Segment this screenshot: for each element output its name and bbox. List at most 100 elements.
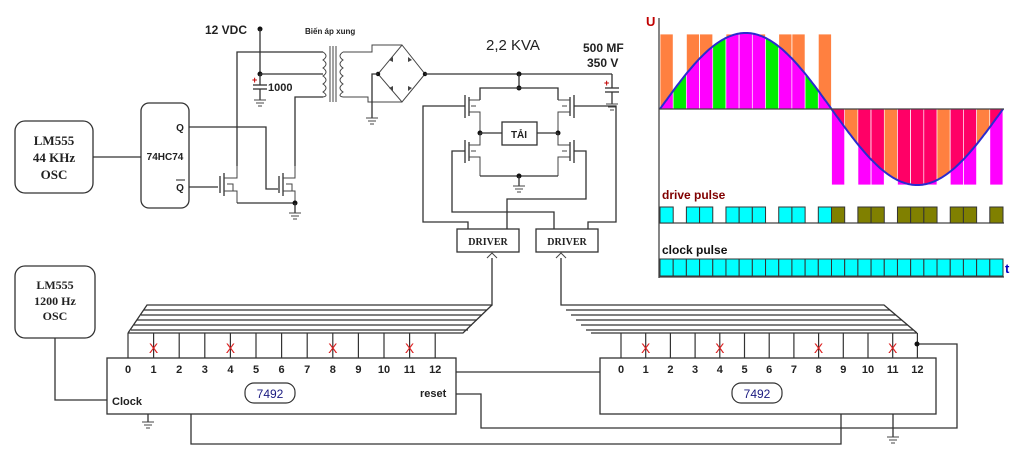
drive-pulse-negative xyxy=(896,206,912,224)
clock-pulse xyxy=(725,258,740,277)
counter-pin-label: 4 xyxy=(227,364,234,376)
hv-cap-polarity: + xyxy=(604,78,609,88)
clock-pulse xyxy=(910,258,925,277)
mosfet-right xyxy=(278,166,296,203)
driver-left: DRIVER xyxy=(456,228,520,253)
drive-pulse-negative xyxy=(989,206,1004,224)
clock-pulse xyxy=(989,258,1004,277)
pin-excluded-mark: X xyxy=(328,340,338,356)
clock-pulse xyxy=(896,258,912,277)
mosfet-left xyxy=(219,166,238,203)
clock-pulse-label: clock pulse xyxy=(662,243,728,257)
driver-left-box xyxy=(456,228,520,253)
drive-pulse-negative xyxy=(962,206,978,224)
drive-pulse-negative xyxy=(923,206,938,224)
counter-right-chip: 7492 xyxy=(744,387,771,401)
counter-pin-label: 2 xyxy=(176,364,182,376)
flipflop-box xyxy=(140,102,190,209)
driver-right-label: DRIVER xyxy=(547,237,587,248)
sine-area-positive xyxy=(725,33,740,110)
clock-pulse xyxy=(870,258,885,277)
counter-pin-label: 3 xyxy=(202,364,208,376)
drive-pulse-negative xyxy=(831,206,846,224)
drive-pulse-positive xyxy=(751,206,767,224)
pin-excluded-mark: X xyxy=(226,340,236,356)
osc-1200hz-line1: LM555 xyxy=(36,278,73,292)
drive-pulse-positive xyxy=(699,206,714,224)
drive-pulse-positive xyxy=(817,206,832,224)
clock-pulse xyxy=(923,258,938,277)
osc-1200hz-line3: OSC xyxy=(43,309,68,323)
sine-area-negative xyxy=(844,108,859,146)
osc-44khz-line1: LM555 xyxy=(34,133,75,148)
counter-left-clock-label: Clock xyxy=(112,396,143,408)
drive-pulse-positive xyxy=(791,206,806,224)
drive-pulse-label: drive pulse xyxy=(662,188,726,202)
pin-excluded-mark: X xyxy=(149,340,159,356)
counter-pin-label: 1 xyxy=(643,364,649,376)
driver-left-label: DRIVER xyxy=(468,237,508,248)
power-rating: 2,2 KVA xyxy=(486,37,540,54)
transformer-label: Biến áp xung xyxy=(305,27,355,36)
pin-excluded-mark: X xyxy=(641,340,651,356)
flipflop-q: Q xyxy=(176,123,184,134)
drive-pulse-positive xyxy=(778,206,793,224)
clock-pulse xyxy=(659,258,674,277)
counter-pin-label: 12 xyxy=(429,364,441,376)
counter-pin-label: 8 xyxy=(816,364,822,376)
hv-cap-value: 500 MF xyxy=(583,41,624,55)
supply-voltage: 12 VDC xyxy=(205,23,247,37)
counter-pin-label: 9 xyxy=(355,364,361,376)
clock-pulse xyxy=(751,258,767,277)
clock-pulse xyxy=(765,258,780,277)
sine-area-positive xyxy=(738,32,753,110)
clock-pulse xyxy=(804,258,819,277)
clock-pulse xyxy=(778,258,793,277)
clock-pulse xyxy=(738,258,753,277)
pin-excluded-mark: X xyxy=(814,340,824,356)
counter-pin-label: 6 xyxy=(766,364,772,376)
counter-pin-label: 10 xyxy=(378,364,390,376)
driver-right: DRIVER xyxy=(535,228,599,253)
counter-pin-label: 11 xyxy=(887,364,899,376)
clock-pulse xyxy=(844,258,859,277)
sine-area-negative xyxy=(976,108,991,146)
osc-44khz-line2: 44 KHz xyxy=(33,150,75,165)
counter-pin-label: 10 xyxy=(862,364,874,376)
counter-pin-label: 1 xyxy=(151,364,157,376)
counter-pin-label: 0 xyxy=(618,364,624,376)
counter-pin-label: 2 xyxy=(667,364,673,376)
counter-pin-label: 0 xyxy=(125,364,131,376)
counter-left-reset-label: reset xyxy=(420,388,447,400)
pin-excluded-mark: X xyxy=(715,340,725,356)
drive-pulse-positive xyxy=(659,206,674,224)
drive-pulse-negative xyxy=(910,206,925,224)
counter-pin-label: 8 xyxy=(330,364,336,376)
counter-left-chip: 7492 xyxy=(257,387,284,401)
clock-pulse xyxy=(685,258,701,277)
counter-pin-label: 7 xyxy=(304,364,310,376)
load-label: TẢI xyxy=(511,128,527,141)
clock-pulse xyxy=(712,258,727,277)
counter-pin-label: 12 xyxy=(911,364,923,376)
sine-area-negative xyxy=(897,108,911,185)
ground-icon xyxy=(289,212,301,220)
bus-left xyxy=(127,258,493,334)
drive-pulse-positive xyxy=(685,206,701,224)
counter-pin-label: 5 xyxy=(741,364,747,376)
flipflop-name: 74HC74 xyxy=(147,152,184,163)
osc-1200hz-block: LM555 1200 Hz OSC xyxy=(14,265,96,339)
sine-area-positive xyxy=(765,37,780,110)
hv-cap-voltage: 350 V xyxy=(587,56,618,70)
clock-pulse xyxy=(857,258,872,277)
osc-44khz-block: LM555 44 KHz OSC xyxy=(14,120,94,194)
clock-pulse xyxy=(791,258,806,277)
sine-area-positive xyxy=(752,33,766,110)
pin-excluded-mark: X xyxy=(888,340,898,356)
flipflop-74hc74: 74HC74 Q Q xyxy=(140,102,190,209)
sine-area-positive xyxy=(804,72,819,110)
sine-area-positive xyxy=(712,37,727,110)
u-axis-label: U xyxy=(646,14,655,29)
